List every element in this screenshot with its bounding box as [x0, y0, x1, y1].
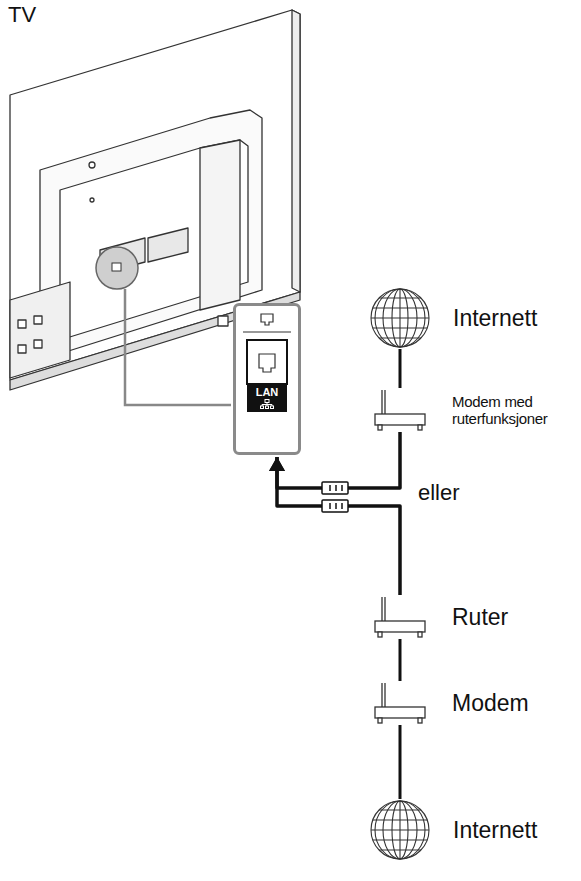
- device-icon: [372, 595, 428, 639]
- device-label: Modem med ruterfunksjoner: [452, 393, 574, 428]
- screw-hole: [90, 198, 94, 202]
- tv-rear-cover: [40, 110, 262, 360]
- network-device: Modem: [372, 681, 529, 725]
- plug-contact: [341, 485, 343, 491]
- lan-port-small: [112, 263, 121, 271]
- terminal: [18, 320, 26, 328]
- alternative-word: eller: [418, 480, 460, 506]
- internet-globe: Internett: [369, 287, 537, 349]
- plug-contact: [341, 503, 343, 509]
- network-cable: [277, 457, 400, 595]
- tv-side-terminals: [10, 282, 70, 378]
- port-name: LAN: [256, 386, 279, 399]
- device-icon: [372, 388, 428, 432]
- lan-port-zoom: LAN: [233, 303, 301, 455]
- plug-contact: [335, 485, 337, 491]
- network-device: Ruter: [372, 595, 508, 639]
- network-label: Internett: [453, 817, 537, 843]
- terminal: [18, 345, 26, 353]
- lan-band: LAN: [247, 384, 287, 412]
- stand-foot: [218, 316, 228, 326]
- plug-contact: [335, 503, 337, 509]
- device-icon: [372, 681, 428, 725]
- screw-hole: [89, 162, 95, 168]
- tv-recess: [148, 228, 188, 262]
- tv-inner-step: [200, 140, 240, 310]
- network-label: Internett: [453, 305, 537, 331]
- tv-inner-panel: [60, 140, 248, 340]
- cable-plug: [322, 482, 348, 494]
- internet-globe: Internett: [369, 799, 537, 861]
- plug-contact: [329, 503, 331, 509]
- device-label: Ruter: [452, 604, 508, 630]
- tv-frame-edge: [292, 10, 300, 292]
- network-device: Modem med ruterfunksjoner: [372, 388, 574, 432]
- terminal: [34, 340, 42, 348]
- leader-line: [125, 289, 231, 405]
- network-cable: [399, 725, 402, 799]
- port-callout-circle: [96, 247, 138, 289]
- network-symbol: [260, 399, 274, 409]
- network-cable: [399, 349, 402, 388]
- device-label: Modem: [452, 690, 529, 716]
- tv-recess: [100, 238, 145, 274]
- globe-icon: [369, 287, 431, 349]
- port-symbols: [237, 306, 297, 388]
- cable-plug: [322, 500, 348, 512]
- terminal: [34, 316, 42, 324]
- network-cable: [399, 639, 402, 681]
- plug-contact: [329, 485, 331, 491]
- device-title: TV: [8, 2, 36, 28]
- globe-icon: [369, 799, 431, 861]
